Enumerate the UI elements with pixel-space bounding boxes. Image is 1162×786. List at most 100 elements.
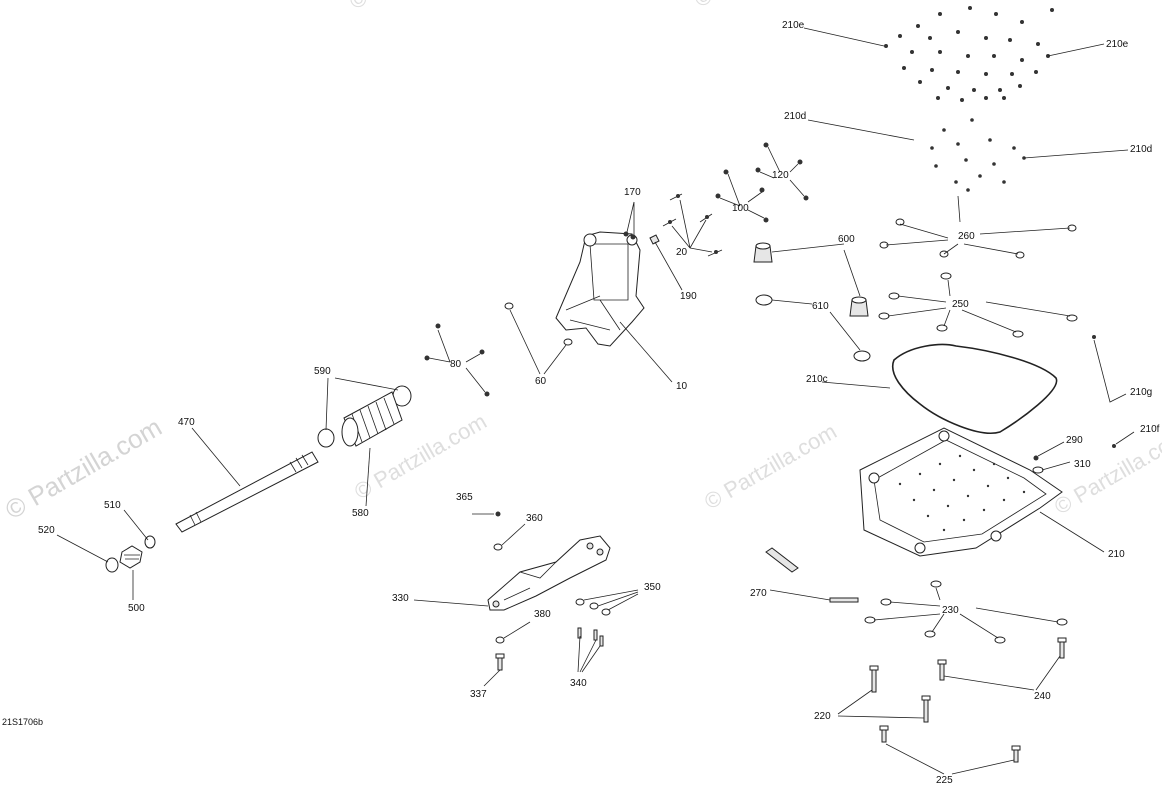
part-120-bolt-b — [755, 167, 761, 173]
callout-310: 310 — [1074, 459, 1091, 470]
part-210e-screw-cluster — [884, 6, 1054, 102]
part-250-washer-a — [940, 272, 952, 280]
part-80-bolt-b — [424, 355, 430, 361]
part-170-nut-b — [630, 234, 636, 240]
part-220-bolt-a — [869, 665, 879, 693]
leader-lines — [56, 27, 1135, 775]
watermark-top-right: © Partzilla.com — [690, 0, 831, 12]
part-250-washer-b — [888, 292, 900, 300]
part-520-clamp — [105, 557, 119, 573]
part-210-ride-plate — [859, 427, 1063, 557]
part-330-bracket — [487, 535, 611, 611]
part-120-bolt-c — [797, 159, 803, 165]
part-80-bolt-a — [435, 323, 441, 329]
part-10-pump-housing — [555, 231, 645, 347]
part-500-boot — [119, 545, 143, 569]
callout-210e-right: 210e — [1106, 39, 1129, 50]
part-350-washer-a — [575, 598, 585, 606]
part-100-bolt-a — [715, 193, 721, 199]
callout-100: 100 — [732, 203, 749, 214]
callout-260: 260 — [958, 231, 975, 242]
callout-270: 270 — [750, 588, 767, 599]
callout-520: 520 — [38, 525, 55, 536]
part-210f-pin — [1112, 444, 1116, 448]
part-220-bolt-b — [921, 695, 931, 723]
part-250-washer-d — [936, 324, 948, 332]
part-20-studs — [662, 193, 723, 257]
callout-510: 510 — [104, 500, 121, 511]
part-270-shim-upper — [765, 547, 799, 573]
part-80-bolt-c — [479, 349, 485, 355]
part-225-bolt-a — [879, 725, 889, 743]
callout-210d-right: 210d — [1130, 144, 1152, 155]
part-230-washer-f — [1056, 618, 1068, 626]
callout-220: 220 — [814, 711, 831, 722]
callout-120: 120 — [772, 170, 789, 181]
part-100-bolt-b — [723, 169, 729, 175]
callout-365: 365 — [456, 492, 473, 503]
watermark-top-center: © Partzilla.com — [345, 0, 486, 14]
part-240-bolt-a — [937, 659, 947, 681]
part-190-clip — [649, 234, 660, 245]
part-100-bolt-c — [759, 187, 765, 193]
part-350-washer-b — [589, 602, 599, 610]
callout-240: 240 — [1034, 691, 1051, 702]
callout-380: 380 — [534, 609, 551, 620]
part-230-washer-a — [930, 580, 942, 588]
callout-170: 170 — [624, 187, 641, 198]
callout-230: 230 — [942, 605, 959, 616]
callout-60: 60 — [535, 376, 547, 387]
part-380-washer — [495, 636, 505, 644]
part-210c-gasket — [891, 343, 1058, 434]
callout-350: 350 — [644, 582, 661, 593]
part-60-washer-b — [563, 338, 573, 346]
callout-210c: 210c — [806, 374, 828, 385]
part-60-washer-a — [504, 302, 514, 310]
part-230-washer-e — [994, 636, 1006, 644]
part-590-clamp-left — [317, 428, 335, 448]
callout-10: 10 — [676, 381, 688, 392]
callout-20: 20 — [676, 247, 688, 258]
watermark-brand: © Partzilla.com — [0, 412, 167, 526]
callout-210f: 210f — [1140, 424, 1160, 435]
callout-600: 600 — [838, 234, 855, 245]
part-80-bolt-d — [484, 391, 490, 397]
part-120-bolt-a — [763, 142, 769, 148]
part-210-hole-pattern — [898, 454, 1026, 532]
part-240-bolt-b — [1057, 637, 1067, 659]
part-365-screw — [495, 511, 501, 517]
callout-580: 580 — [352, 508, 369, 519]
part-470-drive-shaft — [175, 451, 319, 533]
part-270-shim-lower — [829, 597, 859, 603]
part-610-oring-upper — [755, 294, 773, 306]
part-337-bolt — [495, 653, 505, 671]
part-210d-nut-cluster — [930, 118, 1026, 192]
callout-250: 250 — [952, 299, 969, 310]
part-170-nut-a — [623, 231, 629, 237]
callout-340: 340 — [570, 678, 587, 689]
callout-225: 225 — [936, 775, 953, 786]
part-230-washer-c — [864, 616, 876, 624]
part-120-bolt-d — [803, 195, 809, 201]
callout-210e-left: 210e — [782, 20, 805, 31]
callout-210g: 210g — [1130, 387, 1152, 398]
part-210g-pin — [1092, 335, 1096, 339]
part-600-plug-lower — [849, 296, 869, 317]
part-250-washer-f — [1066, 314, 1078, 322]
callout-190: 190 — [680, 291, 697, 302]
part-260-nut-a — [895, 218, 905, 226]
callout-80: 80 — [450, 359, 462, 370]
part-250-washer-e — [1012, 330, 1024, 338]
part-230-washer-d — [924, 630, 936, 638]
part-340-bolts — [577, 627, 604, 647]
part-350-washer-c — [601, 608, 611, 616]
part-360-washer — [493, 543, 503, 551]
part-310-washer — [1032, 466, 1044, 474]
part-100-bolt-d — [763, 217, 769, 223]
callout-590: 590 — [314, 366, 331, 377]
callout-610: 610 — [812, 301, 829, 312]
part-610-oring-lower — [853, 350, 871, 362]
callout-290: 290 — [1066, 435, 1083, 446]
part-580-bellows — [341, 391, 403, 447]
